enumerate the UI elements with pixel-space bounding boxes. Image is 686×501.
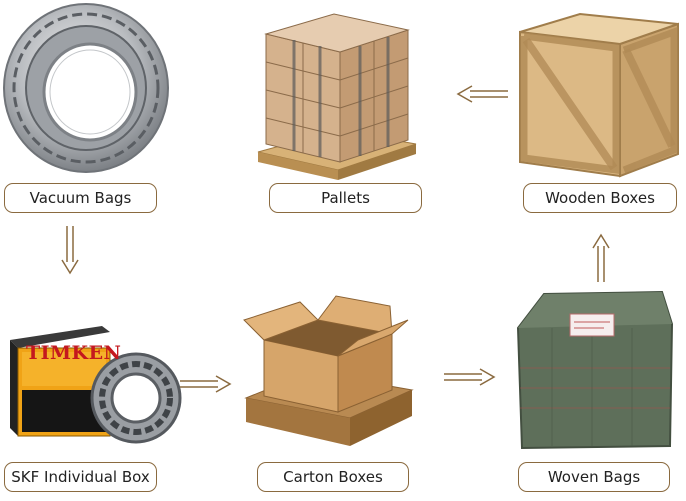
label-pallets: Pallets bbox=[269, 183, 422, 213]
carton-boxes-image bbox=[243, 295, 414, 446]
wooden-crate-image bbox=[519, 12, 679, 178]
arrow-down-icon bbox=[61, 226, 79, 275]
label-wooden-boxes: Wooden Boxes bbox=[523, 183, 677, 213]
arrow-left-icon bbox=[456, 85, 508, 103]
label-carton-boxes: Carton Boxes bbox=[257, 462, 409, 492]
arrow-right-icon bbox=[180, 375, 232, 393]
pallet-stack-image bbox=[257, 13, 417, 180]
arrow-right-icon-2 bbox=[444, 368, 496, 386]
arrow-up-icon bbox=[592, 233, 610, 282]
branded-box-with-bearing-image bbox=[10, 326, 182, 444]
tapered-roller-bearing-image bbox=[3, 3, 169, 173]
label-skf-individual-box: SKF Individual Box bbox=[4, 462, 157, 492]
label-woven-bags: Woven Bags bbox=[518, 462, 670, 492]
box-brand-text: TIMKEN bbox=[26, 342, 122, 364]
label-vacuum-bags: Vacuum Bags bbox=[4, 183, 157, 213]
woven-bag-package-image bbox=[516, 290, 674, 450]
